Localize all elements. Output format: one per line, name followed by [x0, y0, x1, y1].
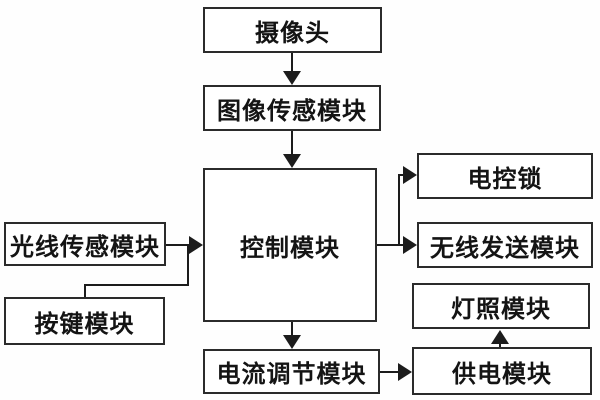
- node-key-module: 按键模块: [4, 297, 165, 345]
- arrowhead-image-sensor-control: [283, 154, 301, 168]
- arrowhead-current-regulation-power-supply: [398, 363, 412, 381]
- node-lighting: 灯照模块: [412, 283, 590, 329]
- node-light-sensor: 光线传感模块: [4, 222, 166, 266]
- node-wireless-send: 无线发送模块: [417, 222, 593, 268]
- node-camera: 摄像头: [203, 7, 382, 53]
- node-electric-lock: 电控锁: [417, 153, 593, 199]
- edge-control-electric-lock: [398, 174, 404, 244]
- arrowhead-control-current-regulation: [283, 335, 301, 349]
- arrowhead-camera-image-sensor: [283, 71, 301, 85]
- node-power-supply: 供电模块: [412, 347, 592, 395]
- node-control: 控制模块: [203, 168, 377, 322]
- arrowhead-power-supply-lighting: [491, 330, 509, 344]
- node-image-sensor: 图像传感模块: [203, 85, 381, 131]
- arrowhead-light-sensor-control: [189, 236, 203, 254]
- node-current-regulation: 电流调节模块: [203, 349, 380, 394]
- arrowhead-control-wireless-send: [403, 236, 417, 254]
- arrowhead-control-electric-lock: [403, 166, 417, 184]
